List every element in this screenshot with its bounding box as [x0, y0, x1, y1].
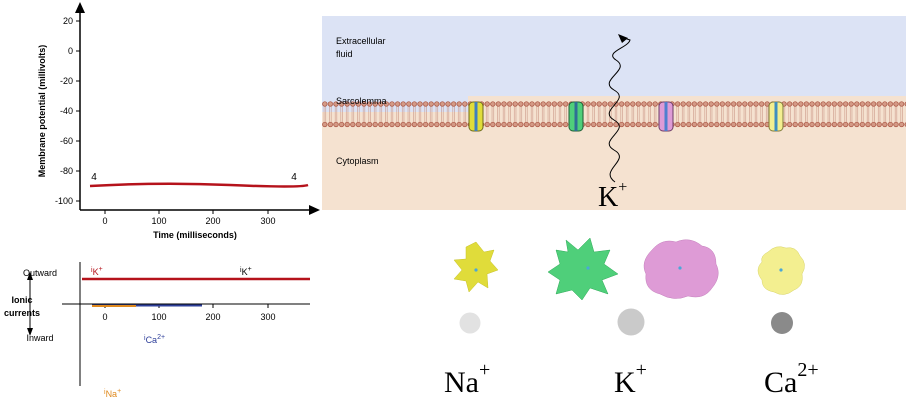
x-axis-title: Time (milliseconds): [153, 230, 237, 240]
current-x-tick-labels: 0 100 200 300: [102, 312, 275, 322]
y-tick-label: -80: [60, 166, 73, 176]
channel-legend: Na+ K+ Ca2+: [444, 237, 819, 399]
phase-label-left: 4: [91, 172, 97, 183]
ionic-currents-chart: 0 100 200 300 Outward Inward Ionic curre…: [4, 262, 310, 399]
y-tick-label: -20: [60, 76, 73, 86]
y-axis-arrow: [75, 2, 85, 13]
ion-efflux-arrowhead: [618, 34, 628, 43]
ca-channel-pore: [779, 268, 783, 272]
x-tick-labels: 0 100 200 300: [102, 216, 275, 226]
extracellular-label-line1: Extracellular: [336, 36, 386, 46]
ion-efflux-path: [608, 37, 631, 183]
inward-arrowhead: [27, 328, 33, 336]
na-channel-shape: [453, 241, 499, 293]
cytoplasm-label: Cytoplasm: [336, 156, 379, 166]
y-axis-title: Membrane potential (millivolts): [37, 45, 47, 178]
ina-label: iNa+: [104, 388, 121, 399]
x-axis-arrow: [309, 205, 320, 215]
x-tick-label: 300: [260, 312, 275, 322]
y-tick-label: -100: [55, 196, 73, 206]
x-tick-label: 200: [205, 216, 220, 226]
ionic-currents-title-line2: currents: [4, 308, 40, 318]
na-ion-dot: [459, 312, 481, 334]
y-tick-labels: 20 0 -20 -40 -60 -80 -100: [55, 16, 73, 206]
ica-label: iCa2+: [144, 334, 165, 345]
lipid-bilayer: [322, 100, 906, 128]
ion-label: K+: [598, 179, 627, 213]
ca-legend-label: Ca2+: [764, 359, 819, 399]
y-tick-marks: [76, 20, 80, 202]
x-tick-label: 100: [151, 216, 166, 226]
sarcolemma-label: Sarcolemma: [336, 96, 387, 106]
outward-label: Outward: [23, 268, 57, 278]
k-channel-shape: [547, 237, 619, 301]
x-tick-marks: [104, 210, 269, 214]
x-tick-label: 100: [151, 312, 166, 322]
ionic-currents-title-line1: Ionic: [11, 295, 32, 305]
ca-ion-dot: [771, 312, 793, 334]
cytoplasm-region: [322, 112, 906, 210]
k-channel-pore: [586, 266, 590, 270]
y-tick-label: 20: [63, 16, 73, 26]
unknown-channel-pore: [678, 266, 682, 270]
inward-label: Inward: [26, 333, 53, 343]
outward-arrowhead: [27, 272, 33, 280]
membrane-panel: Extracellular fluid Sarcolemma Cytoplasm…: [322, 16, 906, 213]
y-tick-label: -60: [60, 136, 73, 146]
membrane-potential-chart: 20 0 -20 -40 -60 -80 -100 0 100 200 300 …: [37, 2, 320, 240]
k-channel-membrane: [568, 101, 584, 132]
phase-label-right: 4: [291, 172, 297, 183]
resting-potential-trace: [89, 182, 309, 188]
y-tick-label: -40: [60, 106, 73, 116]
y-tick-label: 0: [68, 46, 73, 56]
k-ion-dot: [617, 308, 645, 336]
unknown-channel-shape: [643, 239, 719, 299]
extracellular-label-line2: fluid: [336, 49, 353, 59]
na-legend-label: Na+: [444, 359, 490, 399]
x-tick-label: 200: [205, 312, 220, 322]
x-tick-label: 0: [102, 312, 107, 322]
ik-label: iK+: [91, 266, 103, 277]
x-tick-label: 0: [102, 216, 107, 226]
unknown-channel-membrane: [658, 101, 674, 132]
ca-channel-membrane: [768, 101, 784, 132]
k-legend-label: K+: [614, 359, 647, 399]
na-channel-pore: [474, 268, 478, 272]
ik-right-label: iK+: [240, 266, 252, 277]
na-channel-membrane: [468, 101, 484, 132]
x-tick-label: 300: [260, 216, 275, 226]
